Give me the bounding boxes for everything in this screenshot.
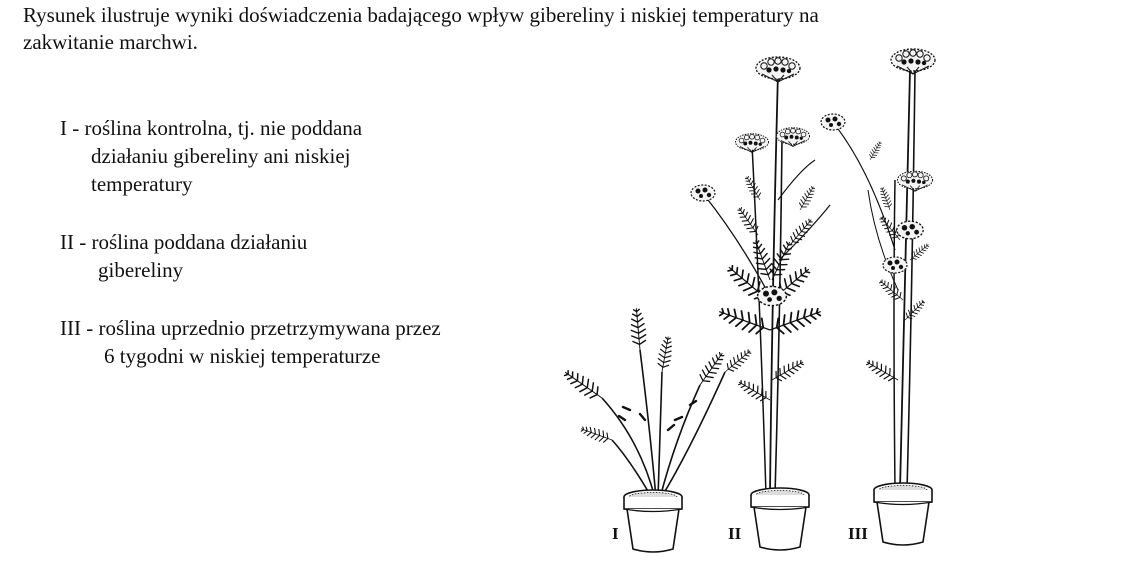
plant-i: I [560,306,755,553]
plant-label-iii: III [848,524,868,543]
legend-item-iii-line-1: III - roślina uprzednio przetrzymywana p… [60,316,441,340]
intro-line-1: Rysunek ilustruje wyniki doświadczenia b… [23,3,819,27]
legend-item-iii: III - roślina uprzednio przetrzymywana p… [60,314,441,370]
intro-line-2: zakwitanie marchwi. [23,30,198,54]
legend-item-ii-line-2: gibereliny [98,258,184,282]
legend-item-i-line-2: działaniu gibereliny ani niskiej [91,144,351,168]
legend-item-ii-line-1: II - roślina poddana działaniu [60,230,308,254]
intro-text: Rysunek ilustruje wyniki doświadczenia b… [23,2,1023,56]
plant-iii: III [820,48,936,546]
plant-label-ii: II [728,524,742,543]
plant-ii: II [690,56,831,551]
legend-item-ii: II - roślina poddana działaniu giberelin… [60,228,307,284]
plant-label-i: I [612,524,619,543]
legend-item-iii-line-2: 6 tygodni w niskiej temperaturze [104,344,381,368]
legend-item-i-line-3: temperatury [91,172,193,196]
legend-item-i: I - roślina kontrolna, tj. nie poddana d… [60,114,362,198]
legend-item-i-line-1: I - roślina kontrolna, tj. nie poddana [60,116,363,140]
carrot-plants-illustration: I II [560,48,936,553]
